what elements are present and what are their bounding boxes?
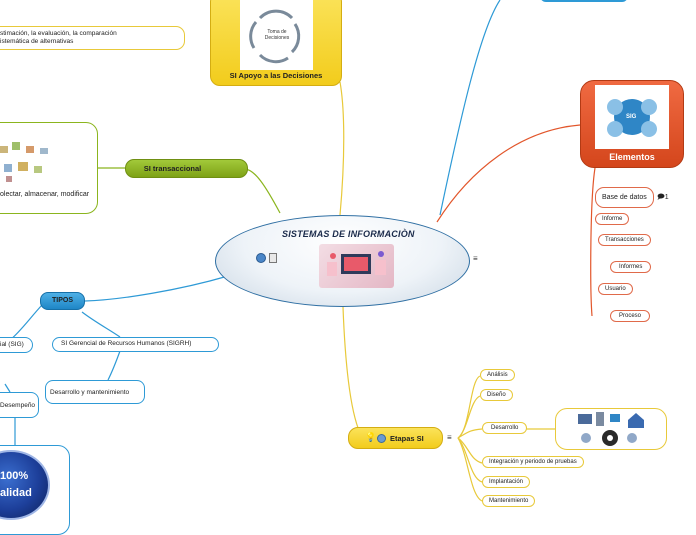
sad-description-line2: istemática de alternativas: [0, 38, 74, 45]
link-sigrh-desarrollo: [107, 350, 121, 381]
link-elementos-list: [590, 167, 596, 317]
elementos-label: Elementos: [609, 152, 655, 162]
etapas-label: Etapas SI: [390, 434, 424, 443]
etapas-topic[interactable]: [348, 427, 443, 449]
link-etapa-mantenimiento: [457, 437, 483, 502]
sad-label: SI Apoyo a las Decisiones: [229, 71, 323, 80]
transaccional-label: SI transaccional: [143, 164, 202, 173]
quality-badge-line1: 100%: [0, 470, 29, 482]
tipos-desarrollo[interactable]: [45, 380, 145, 404]
globe-icon: [256, 253, 266, 263]
tipos-label: TIPOS: [51, 297, 73, 304]
comment-count: 1: [664, 194, 669, 201]
link-top-right: [439, 0, 501, 216]
elementos-item-informes[interactable]: Informes: [610, 261, 652, 273]
transaccional-image: [0, 140, 50, 184]
link-etapa-desarrollo: [457, 428, 483, 439]
elementos-item-base-datos[interactable]: Base de datos: [595, 187, 654, 208]
transaccional-description-text: olectar, almacenar, modificar: [0, 191, 90, 198]
etapa-diseno[interactable]: Diseño: [480, 389, 513, 401]
elementos-item-informe[interactable]: Informe: [595, 213, 630, 225]
link-etapa-analisis: [457, 375, 481, 439]
sad-description[interactable]: [0, 26, 185, 50]
link-sad: [339, 81, 345, 216]
etapas-globe-icon: [377, 434, 386, 443]
lines-menu-icon[interactable]: ≡: [473, 254, 478, 263]
tipos-topic[interactable]: [40, 292, 85, 310]
tipos-desarrollo-label: Desarrollo y mantenimiento: [50, 389, 130, 396]
link-sig-desempeno: [4, 383, 11, 393]
etapa-implantacion[interactable]: Implantación: [482, 476, 531, 488]
transaccional-description[interactable]: [0, 122, 98, 214]
link-tipos: [84, 275, 229, 302]
transaccional-topic[interactable]: [125, 159, 248, 178]
elementos-item-proceso[interactable]: Proceso: [610, 310, 651, 322]
sad-description-line1: stimación, la evaluación, la comparación: [0, 30, 117, 37]
connector-lines: [4, 0, 596, 502]
tipos-sigrh[interactable]: [52, 337, 219, 352]
link-tipos-sig: [9, 304, 43, 341]
link-etapa-diseno: [457, 395, 481, 439]
desarrollo-image: [574, 410, 648, 448]
lightbulb-icon: 💡: [365, 432, 377, 442]
etapa-integracion[interactable]: Integración y periodo de pruebas: [482, 456, 584, 468]
tipos-sig[interactable]: [0, 337, 33, 353]
etapa-analisis[interactable]: Análisis: [480, 369, 515, 381]
sad-image: [240, 0, 313, 70]
link-etapas: [342, 306, 361, 434]
etapas-menu-icon[interactable]: ≡: [447, 433, 452, 442]
link-tipos-sigrh: [81, 311, 121, 338]
link-elementos: [436, 124, 581, 223]
etapa-desarrollo[interactable]: Desarrollo: [482, 422, 528, 434]
comment-icon[interactable]: 🗩1: [657, 194, 669, 201]
elementos-item-usuario[interactable]: Usuario: [598, 283, 633, 295]
elementos-item-transacciones[interactable]: Transacciones: [598, 234, 651, 246]
tipos-desempeno[interactable]: [0, 392, 39, 418]
tipos-sigrh-label: SI Gerencial de Recursos Humanos (SIGRH): [61, 340, 192, 347]
link-transaccional: [244, 168, 281, 214]
elementos-image: [595, 85, 669, 149]
notes-icon: [269, 253, 277, 263]
tipos-sig-label: ial (SIG): [0, 341, 24, 348]
central-image: [319, 244, 394, 288]
elementos-image-center: SIG: [626, 114, 637, 120]
link-etapa-integracion: [457, 437, 483, 464]
tipos-desempeno-label: Desempeño: [0, 402, 36, 409]
quality-badge-line2: alidad: [0, 487, 32, 499]
sad-cycle-center: Toma de Decisiones: [264, 29, 290, 41]
top-right-node[interactable]: [540, 0, 628, 2]
etapa-mantenimiento[interactable]: Mantenimiento: [482, 495, 536, 507]
central-title: SISTEMAS DE INFORMACIÒN: [282, 229, 415, 239]
